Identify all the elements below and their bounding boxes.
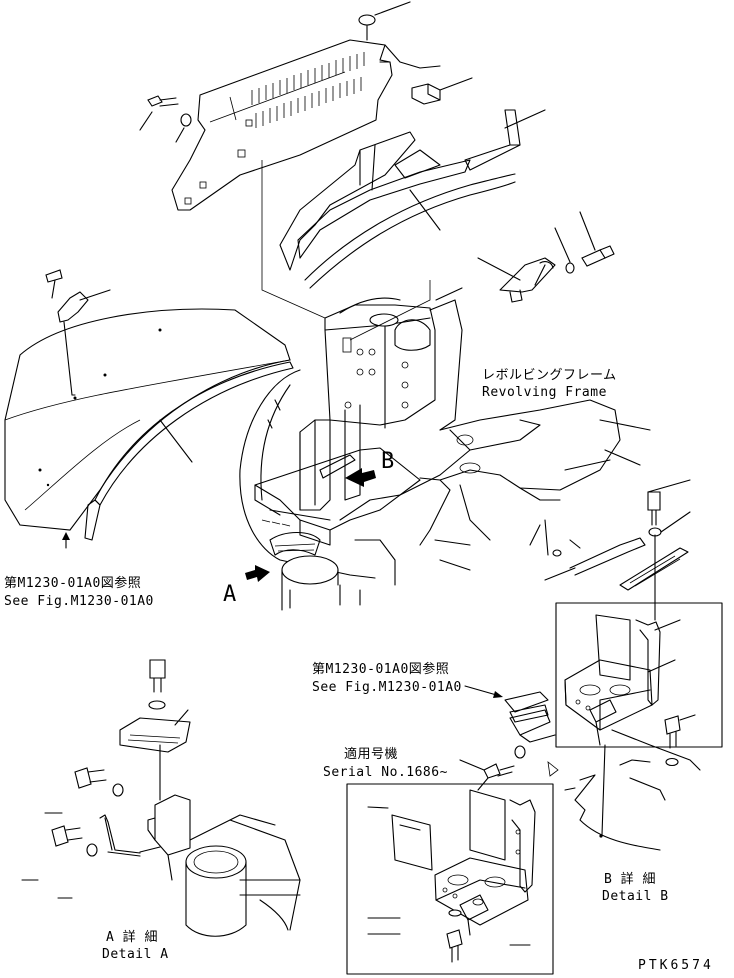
detail-b-bracket — [564, 614, 681, 746]
detail-b-box — [555, 602, 723, 748]
detail-a-label-jp: A 詳 細 — [106, 930, 158, 945]
arrow-head-left — [62, 532, 70, 540]
grille-cover — [171, 39, 393, 211]
hood-latch — [45, 269, 111, 396]
detail-b-bolt — [664, 714, 696, 767]
serial-label-jp: 適用号機 — [344, 747, 399, 762]
ref-right-label-en: See Fig.M1230-01A0 — [312, 680, 462, 695]
top-bolt — [358, 1, 411, 41]
small-bracket — [379, 44, 473, 105]
ref-left-label-jp: 第M1230-01A0図参照 — [4, 576, 142, 591]
right-ref-parts — [459, 685, 556, 791]
revolving-frame-label-en: Revolving Frame — [482, 385, 607, 400]
view-a-label: A — [223, 582, 237, 607]
revolving-frame-label-jp: レボルビングフレーム — [482, 368, 617, 383]
ref-left-label-en: See Fig.M1230-01A0 — [4, 594, 154, 609]
seal-strips — [394, 109, 546, 179]
serial-label-en: Serial No.1686~ — [323, 765, 448, 780]
drawing-number: PTK6574 — [638, 958, 714, 973]
detail-a-parts — [21, 659, 301, 937]
detail-b-label-jp: B 詳 細 — [604, 872, 656, 887]
grille-bolt — [139, 95, 192, 143]
view-b-arrow — [345, 468, 376, 487]
view-a-arrow — [245, 565, 270, 582]
side-seal-panel — [279, 131, 516, 289]
right-seal-hardware — [619, 479, 691, 621]
grille-slots — [251, 52, 365, 128]
ref-right-label-jp: 第M1230-01A0図参照 — [312, 662, 450, 677]
bracket-bolt-assembly — [477, 211, 615, 303]
detail-a-label-en: Detail A — [102, 947, 169, 962]
detail-b-label-en: Detail B — [602, 889, 669, 904]
revolving-frame — [239, 160, 651, 611]
detail-b-frame — [547, 729, 701, 851]
serial-detail-bracket — [367, 789, 536, 963]
hood-cover — [4, 308, 294, 541]
serial-detail-box — [346, 783, 554, 975]
view-b-label: B — [381, 449, 395, 474]
